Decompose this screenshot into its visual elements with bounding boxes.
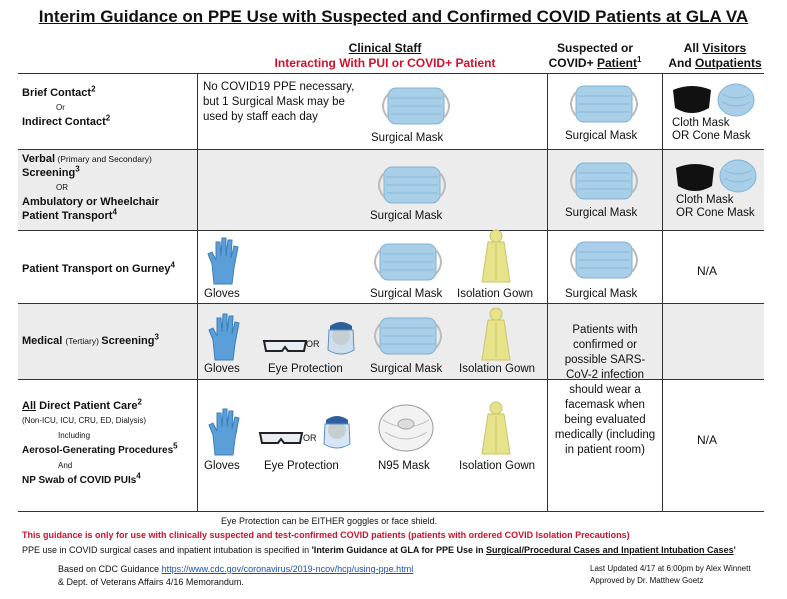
caption-gloves: Gloves	[204, 363, 240, 375]
brief-contact-note: No COVID19 PPE necessary, but 1 Surgical…	[203, 81, 355, 123]
face-shield-icon	[327, 322, 355, 355]
cloth-mask-icon	[676, 164, 714, 191]
caption-surgical-mask: Surgical Mask	[565, 207, 638, 219]
isolation-gown-icon	[481, 401, 511, 455]
divider	[18, 511, 764, 512]
caption-surgical-mask: Surgical Mask	[370, 288, 443, 300]
caption-isolation-gown: Isolation Gown	[459, 460, 536, 472]
eye-or-label: OR	[303, 433, 317, 443]
caption-surgical-mask: Surgical Mask	[370, 210, 443, 222]
caption-cloth-mask: Cloth Mask OR Cone Mask	[672, 117, 751, 142]
surgical-mask-icon	[378, 166, 446, 204]
goggles-icon	[262, 340, 308, 352]
row-label-brief-contact: Brief Contact2 Or Indirect Contact2	[22, 84, 111, 128]
caption-gloves: Gloves	[204, 460, 240, 472]
cloth-mask-icon	[673, 86, 711, 113]
direct-care-visitors-na: N/A	[697, 433, 718, 447]
row-label-verbal-screening: Verbal (Primary and Secondary) Screening…	[22, 153, 159, 222]
footer-based-on: Based on CDC Guidance https://www.cdc.go…	[58, 564, 414, 587]
patient-facemask-note: Patients with confirmed or possible SARS…	[554, 324, 656, 456]
goggles-icon	[258, 432, 304, 444]
row-label-direct-patient-care: All Direct Patient Care2 (Non-ICU, ICU, …	[22, 397, 178, 486]
surgical-mask-icon	[374, 243, 442, 281]
face-shield-icon	[323, 416, 351, 449]
n95-mask-icon	[378, 404, 434, 452]
surgical-mask-icon	[382, 87, 450, 125]
header-interacting: Interacting With PUI or COVID+ Patient	[274, 56, 496, 70]
gloves-icon	[208, 408, 240, 456]
cdc-guidance-link[interactable]: https://www.cdc.gov/coronavirus/2019-nco…	[161, 564, 414, 574]
footer-updated: Last Updated 4/17 at 6:00pm by Alex Winn…	[590, 564, 751, 585]
footer-eye-note: Eye Protection can be EITHER goggles or …	[221, 516, 438, 526]
gloves-icon	[208, 313, 240, 361]
divider	[18, 230, 764, 231]
surgical-mask-icon	[570, 241, 638, 279]
footer-guidance-note: This guidance is only for use with clini…	[22, 530, 630, 540]
surgical-mask-icon	[570, 85, 638, 123]
row-label-medical-screening: Medical (Tertiary) Screening3	[22, 332, 159, 347]
cone-mask-icon	[717, 83, 755, 117]
caption-gloves: Gloves	[204, 288, 240, 300]
isolation-gown-icon	[481, 229, 511, 283]
caption-cloth-mask: Cloth Mask OR Cone Mask	[676, 194, 755, 219]
eye-or-label: OR	[306, 339, 320, 349]
divider	[547, 73, 548, 512]
header-clinical-staff: Clinical Staff Interacting With PUI or C…	[274, 41, 496, 70]
cone-mask-icon	[719, 159, 757, 193]
caption-eye-protection: Eye Protection	[264, 460, 339, 472]
divider	[18, 379, 764, 380]
divider	[18, 149, 764, 150]
header-suspected-patient: Suspected or COVID+ Patient1	[548, 41, 642, 70]
surgical-mask-icon	[570, 162, 638, 200]
gurney-visitors-na: N/A	[697, 264, 718, 278]
footer-surgical-note: PPE use in COVID surgical cases and inpa…	[22, 545, 736, 555]
caption-n95-mask: N95 Mask	[378, 460, 430, 472]
caption-surgical-mask: Surgical Mask	[565, 130, 638, 142]
divider	[662, 73, 663, 512]
page-title: Interim Guidance on PPE Use with Suspect…	[38, 7, 749, 26]
caption-isolation-gown: Isolation Gown	[457, 288, 534, 300]
caption-eye-protection: Eye Protection	[268, 363, 343, 375]
gloves-icon	[207, 237, 239, 285]
isolation-gown-icon	[481, 307, 511, 361]
caption-surgical-mask: Surgical Mask	[370, 363, 443, 375]
header-visitors: All Visitors And Outpatients	[668, 41, 762, 70]
divider	[18, 303, 764, 304]
caption-isolation-gown: Isolation Gown	[459, 363, 536, 375]
caption-surgical-mask: Surgical Mask	[371, 132, 444, 144]
divider	[197, 73, 198, 512]
surgical-mask-icon	[374, 317, 442, 355]
row-label-gurney: Patient Transport on Gurney4	[22, 260, 175, 275]
divider	[18, 73, 764, 74]
caption-surgical-mask: Surgical Mask	[565, 288, 638, 300]
